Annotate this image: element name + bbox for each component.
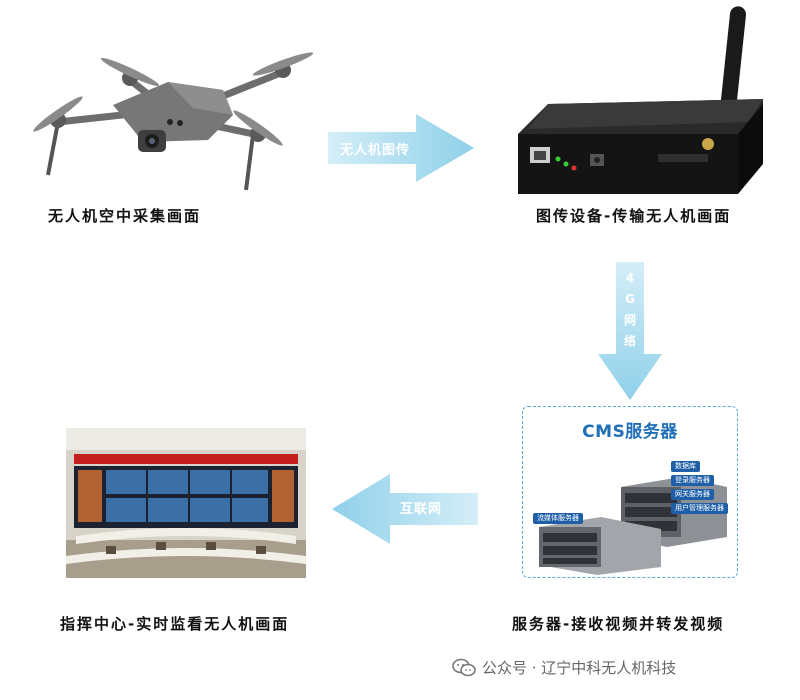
transmitter-image xyxy=(518,6,763,194)
network-char-1: 4 xyxy=(625,271,635,285)
watermark: 公众号 · 辽宁中科无人机科技 xyxy=(452,657,676,678)
arrow-right xyxy=(328,114,474,182)
cms-server-title: CMS服务器 xyxy=(582,422,678,442)
command-center-image xyxy=(66,428,306,578)
drone-image xyxy=(33,52,314,191)
server-caption: 服务器-接收视频并转发视频 xyxy=(512,615,725,633)
tag-gateway-server: 网关服务器 xyxy=(671,489,714,500)
arrow-down xyxy=(598,262,662,400)
network-char-4: 络 xyxy=(624,334,637,348)
tag-login-server: 登录服务器 xyxy=(671,475,714,486)
arrow-label-image-transmission: 无人机图传 xyxy=(340,143,411,158)
cms-server-panel: CMS服务器 数据库 登录服务器 网关服务器 用户管理服务器 流媒体服务器 xyxy=(522,406,738,578)
tag-user-management-server: 用户管理服务器 xyxy=(671,503,728,514)
drone-caption: 无人机空中采集画面 xyxy=(48,207,202,225)
tag-database: 数据库 xyxy=(671,461,700,472)
tag-streaming-server: 流媒体服务器 xyxy=(533,513,583,524)
arrow-label-internet: 互联网 xyxy=(400,502,443,517)
wechat-icon xyxy=(452,658,476,676)
transmitter-caption: 图传设备-传输无人机画面 xyxy=(536,207,732,225)
arrow-left xyxy=(332,474,478,544)
command-center-caption: 指挥中心-实时监看无人机画面 xyxy=(60,615,290,633)
watermark-text: 公众号 · 辽宁中科无人机科技 xyxy=(482,659,677,677)
network-char-3: 网 xyxy=(624,313,637,327)
arrow-label-4g-network: 4 G 网 络 xyxy=(624,272,636,347)
network-char-2: G xyxy=(625,292,635,306)
